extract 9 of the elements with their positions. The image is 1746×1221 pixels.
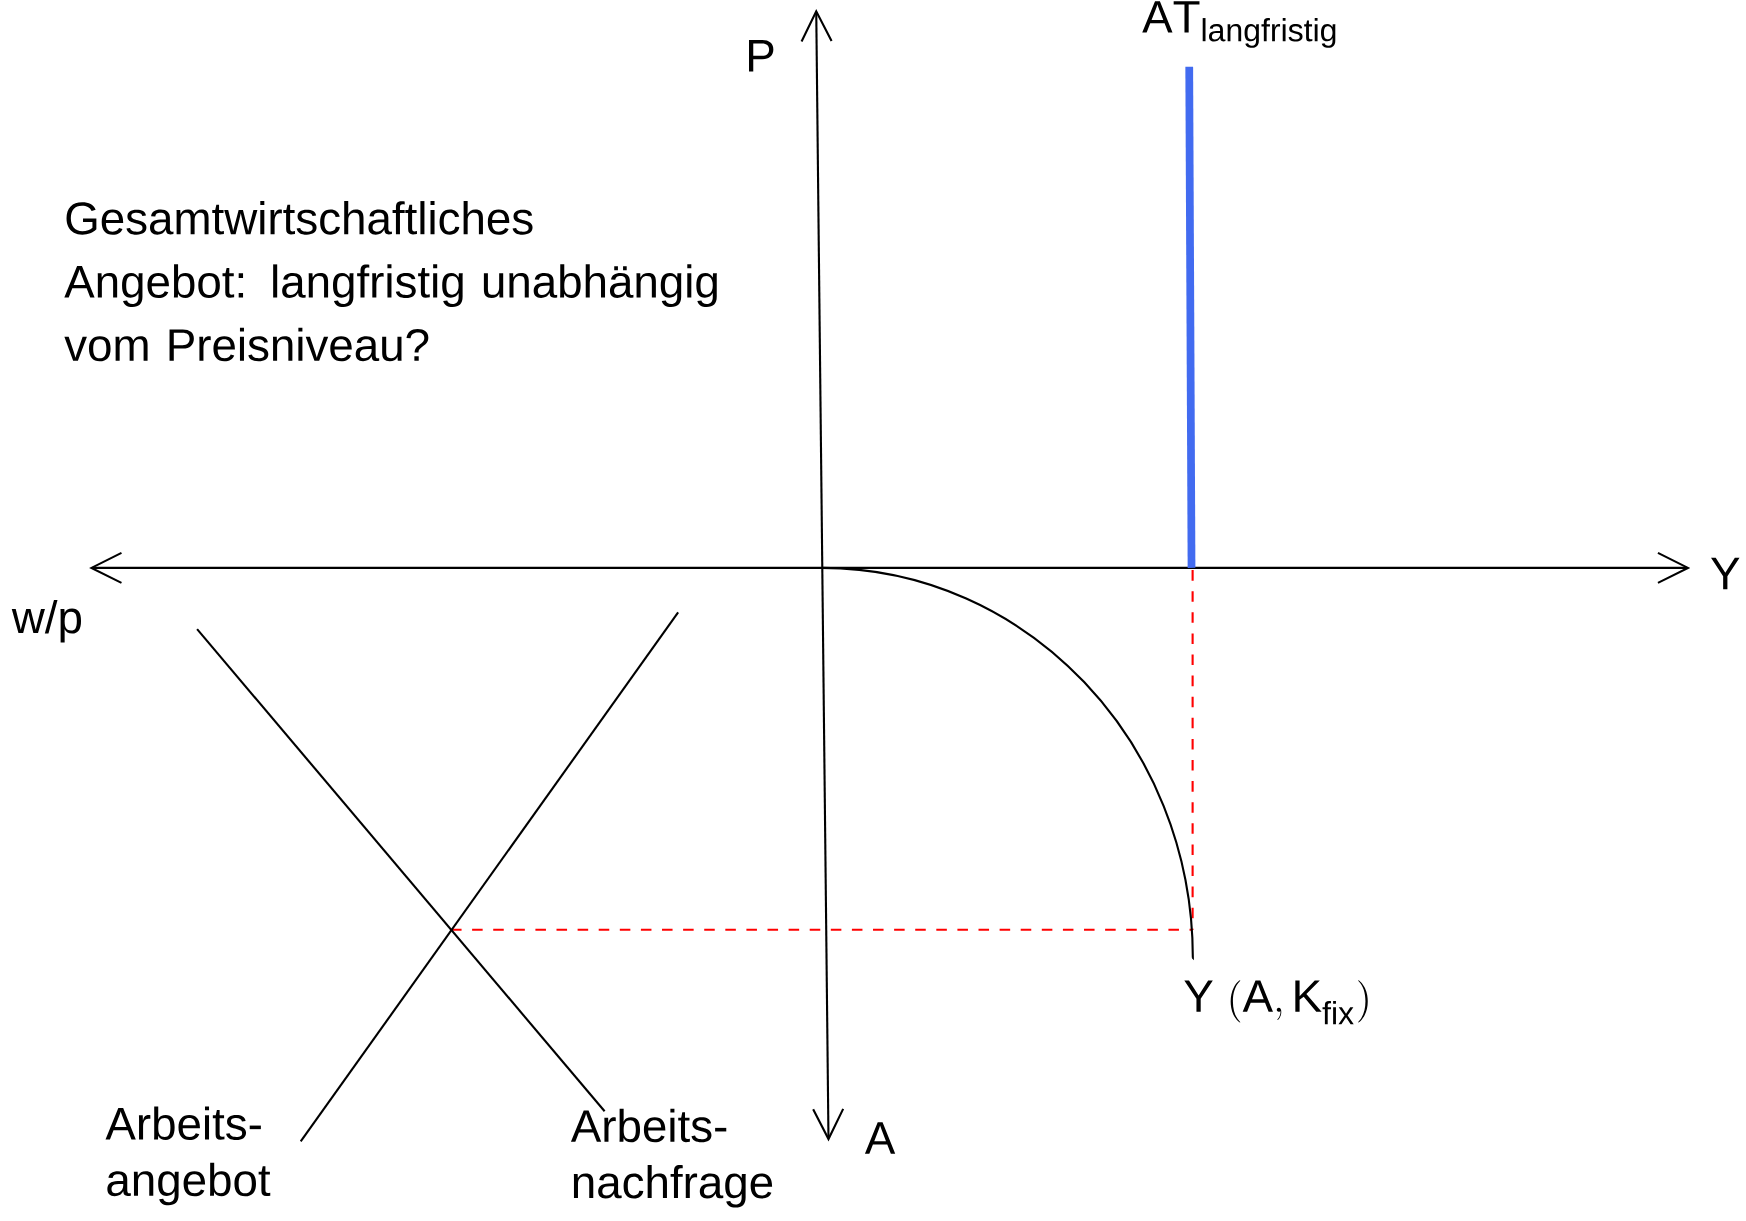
axis-label: A (864, 1122, 896, 1154)
axis-label: $\mathrm{AT}_{\mathrm{langfristig}}$ (1142, 1, 1336, 48)
axis-label: $\mathrm{Y\ (A,K}_{\mathrm{fix}}\mathrm{)}$ (1184, 980, 1368, 1025)
axis-label: Y (1711, 557, 1740, 590)
axis-label: Arbeits- nachfrage (570, 1108, 773, 1208)
axis-label: w/p (11, 599, 81, 643)
heading: Gesamtwirtschaftliches Angebot: langfristig unabhängig vom Preisniveau? (64, 201, 717, 362)
axis-label: Arbeits- angebot (105, 1106, 271, 1206)
axis-label: P (749, 39, 774, 72)
